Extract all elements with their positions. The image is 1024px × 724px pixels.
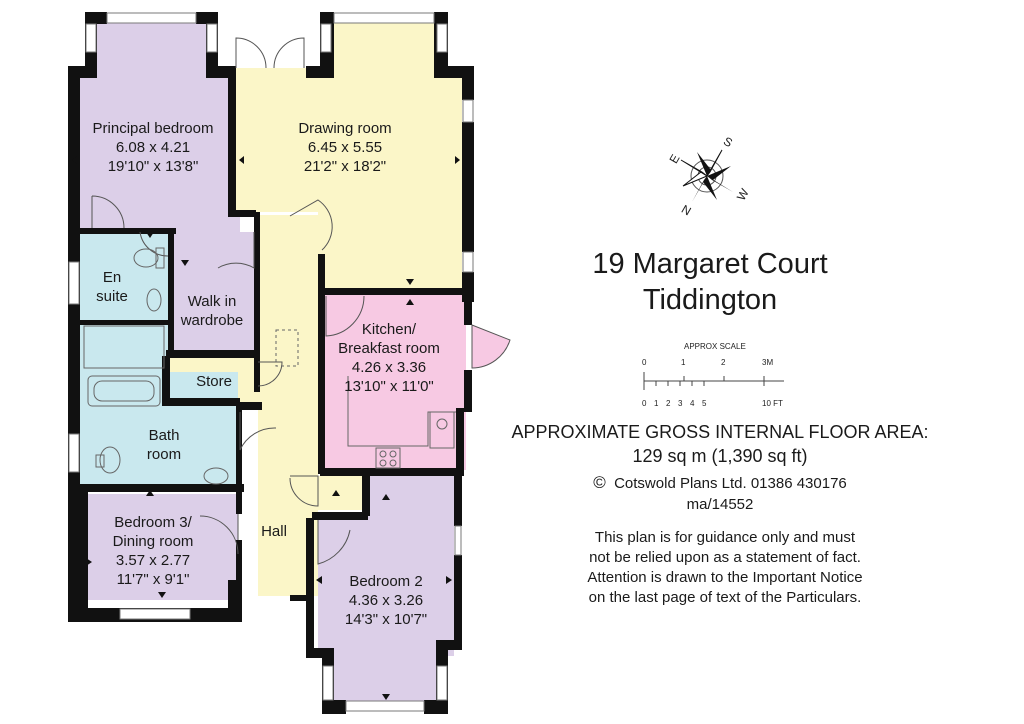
bath-room-fill (80, 372, 238, 486)
kitchen-side-door (471, 324, 511, 369)
copyright-symbol: © (593, 473, 606, 492)
walk-in-wardrobe-fill (170, 232, 258, 354)
bath-door (239, 412, 277, 451)
scale-m-0: 0 (642, 358, 647, 367)
scale-ft-4: 4 (690, 399, 695, 408)
bedroom3-label: Bedroom 3/ Dining room 3.57 x 2.77 11'7"… (112, 514, 194, 588)
scale-ft-0: 0 (642, 399, 647, 408)
hall-hatch (275, 329, 299, 367)
disclaimer-line: on the last page of text of the Particul… (588, 589, 862, 606)
doors (91, 37, 511, 565)
copyright-text: Cotswold Plans Ltd. 01386 430176 (614, 475, 847, 492)
scale-ft-3: 3 (678, 399, 683, 408)
scale-ft-10: 10 FT (762, 399, 783, 408)
hall-label: Hall (261, 523, 287, 540)
hob (375, 447, 401, 469)
drawing-room-label: Drawing room 6.45 x 5.55 21'2" x 18'2" (298, 120, 392, 175)
walk-in-wardrobe-label: Walk in wardrobe (180, 293, 244, 329)
bedroom3-door (199, 514, 239, 555)
kitchen-units (347, 376, 456, 447)
disclaimer-line: Attention is drawn to the Important Noti… (587, 569, 863, 586)
copyright-block: © Cotswold Plans Ltd. 01386 430176 ma/14… (560, 472, 880, 515)
front-french-door-left (235, 37, 267, 69)
bath-room-label: Bath room (146, 427, 182, 463)
scale-ft-5: 5 (702, 399, 707, 408)
bedroom2-fill (318, 476, 454, 710)
windows (68, 12, 474, 712)
bedroom2-label: Bedroom 2 4.36 x 3.26 14'3" x 10'7" (344, 573, 428, 628)
kitchen-label: Kitchen/ Breakfast room 4.26 x 3.36 13'1… (338, 321, 440, 395)
wc-ensuite (133, 248, 159, 268)
address-line1: 19 Margaret Court (592, 248, 828, 280)
floor-area-value: 129 sq m (1,390 sq ft) (632, 446, 808, 466)
en-suite-label: En suite (96, 269, 128, 305)
hall-fill (258, 215, 362, 596)
bay-markers (72, 156, 460, 700)
kitchen-door (325, 295, 365, 337)
disclaimer-line: This plan is for guidance only and must (594, 529, 856, 546)
store-label: Store (196, 373, 232, 390)
floor-area-block: APPROXIMATE GROSS INTERNAL FLOOR AREA: 1… (470, 420, 970, 468)
floor-area-title: APPROXIMATE GROSS INTERNAL FLOOR AREA: (511, 422, 929, 442)
address-line2: Tiddington (642, 284, 778, 316)
front-french-door-right (273, 37, 305, 69)
walls (68, 12, 474, 714)
basin-ensuite (146, 288, 162, 312)
fixtures (83, 247, 456, 485)
disclaimer-line: not be relied upon as a statement of fac… (589, 549, 861, 566)
drawing-room-fill (235, 22, 462, 290)
compass-rose: S E W N (666, 134, 752, 218)
bathtub (87, 375, 161, 407)
scale-m-3: 3M (762, 358, 774, 367)
compass-w: W (734, 186, 752, 203)
scale-m-2: 2 (721, 358, 726, 367)
compass-s: S (721, 134, 735, 150)
address-block: 19 Margaret Court Tiddington (560, 246, 860, 318)
drawing-room-door (289, 199, 333, 251)
basin-bath (203, 467, 229, 485)
bedroom2-door (317, 520, 351, 565)
scale-title: APPROX SCALE (684, 342, 746, 351)
disclaimer-block: This plan is for guidance only and must … (540, 528, 910, 608)
scale-ft-2: 2 (666, 399, 671, 408)
plan-reference: ma/14552 (686, 496, 754, 513)
scale-m-1: 1 (681, 358, 686, 367)
scale-bar (643, 372, 784, 390)
principal-ensuite-door (91, 195, 125, 229)
ensuite-fill (80, 232, 168, 372)
wardrobe-door (217, 232, 255, 269)
compass-n: N (679, 202, 694, 218)
wc-bath (99, 446, 121, 474)
store-door (257, 361, 283, 387)
hall-store-door (289, 475, 319, 507)
bedroom3-fill (88, 494, 238, 600)
principal-bedroom-label: Principal bedroom 6.08 x 4.21 19'10" x 1… (92, 120, 214, 175)
compass-e: E (666, 152, 682, 166)
shower-tray (83, 325, 165, 369)
scale-ft-1: 1 (654, 399, 659, 408)
principal-bedroom-fill (80, 22, 240, 232)
